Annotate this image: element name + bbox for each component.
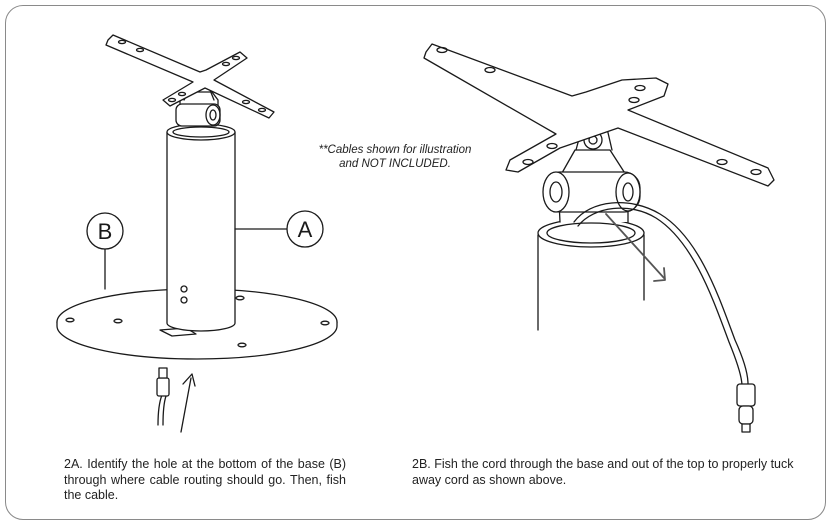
step-2b-caption: 2B. Fish the cord through the base and o… xyxy=(412,457,794,487)
note-line-1: **Cables shown for illustration xyxy=(318,144,472,156)
cross-mount-plate-detail xyxy=(423,43,775,187)
callout-a: A xyxy=(286,210,324,248)
swivel-bracket xyxy=(175,78,221,127)
figure-2b xyxy=(423,43,775,433)
callout-b-label: B xyxy=(98,219,113,244)
cable-plug xyxy=(156,367,170,426)
cables-not-included-note: **Cables shown for illustration and NOT … xyxy=(300,143,490,171)
swivel-bracket-detail xyxy=(542,123,641,223)
callout-a-label: A xyxy=(298,217,313,242)
cable-routed xyxy=(573,202,756,433)
cross-mount-plate xyxy=(105,34,275,119)
step-2a-caption: 2A. Identify the hole at the bottom of t… xyxy=(64,457,346,502)
note-line-2: and NOT INCLUDED. xyxy=(339,158,451,170)
column-tube-detail xyxy=(537,218,645,331)
column-tube xyxy=(166,123,236,332)
panel-frame xyxy=(5,5,826,520)
routing-arrow xyxy=(180,373,196,433)
routing-arrow-detail xyxy=(605,213,666,282)
callout-b: B xyxy=(86,212,124,250)
figure-2a xyxy=(56,34,338,433)
